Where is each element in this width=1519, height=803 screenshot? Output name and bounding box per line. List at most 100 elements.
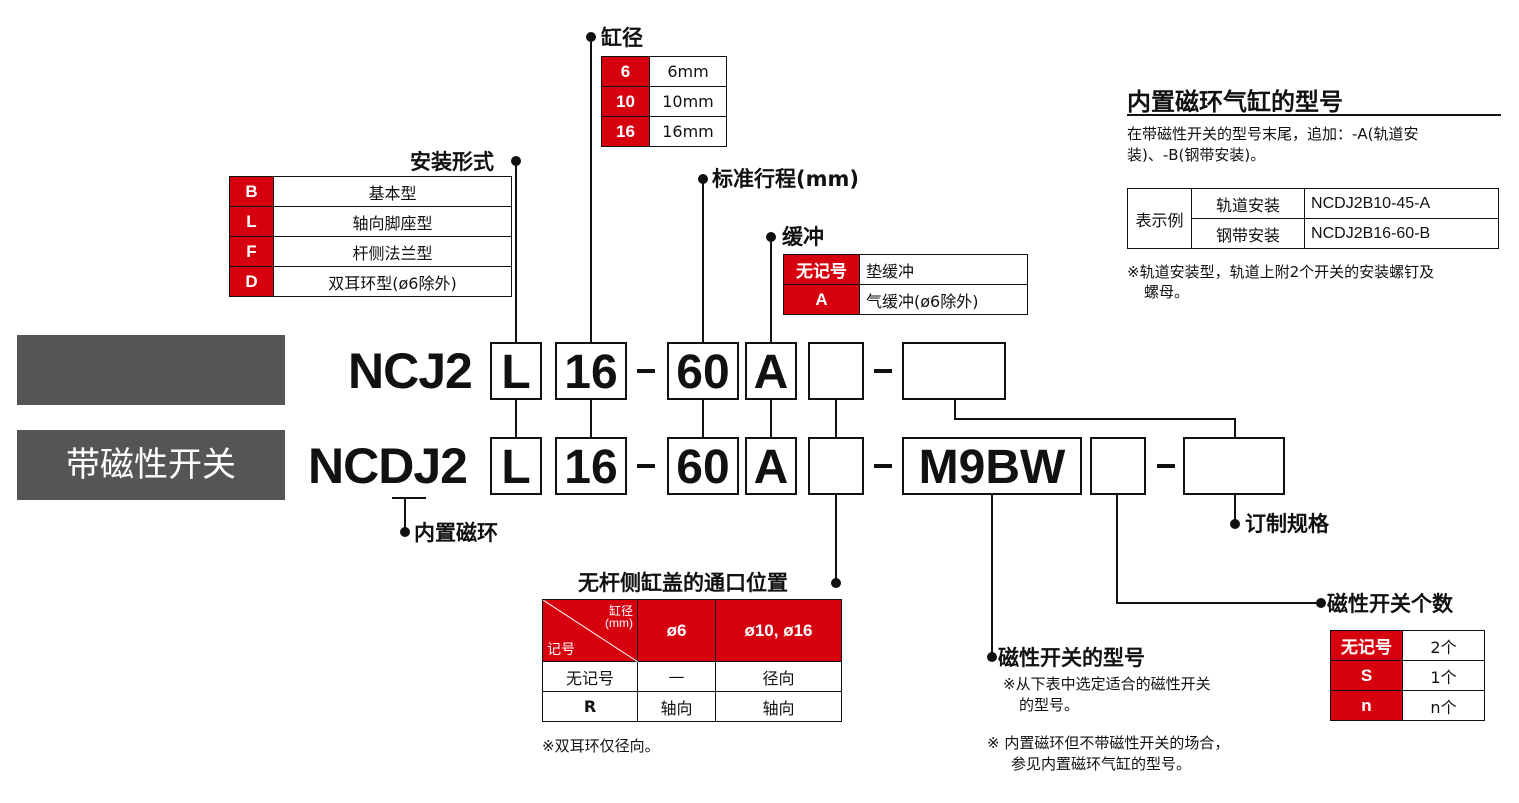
bore-code: 16 bbox=[601, 116, 650, 147]
row2-port-box bbox=[808, 437, 864, 495]
row2-dash-3 bbox=[1157, 464, 1175, 468]
builtin-row: 钢带安装 NCDJ2B16-60-B bbox=[1128, 218, 1499, 249]
port-header-code: 记号 bbox=[547, 641, 575, 657]
mount-code: D bbox=[229, 266, 274, 297]
port-leader bbox=[835, 495, 837, 585]
row2-bore-box: 16 bbox=[555, 437, 627, 495]
row1-port-box bbox=[808, 342, 864, 400]
cushion-code: A bbox=[783, 284, 860, 315]
cushion-desc: 气缓冲(ø6除外) bbox=[859, 284, 1028, 315]
row2-switch-box: M9BW bbox=[902, 437, 1082, 495]
cushion-label: 缓冲 bbox=[782, 225, 824, 249]
bore-dot bbox=[586, 32, 596, 42]
port-table: 缸径 (mm) 记号 ø6 ø10, ø16 无记号 — 径向 R 轴向 轴向 bbox=[542, 599, 842, 722]
mount-desc: 轴向脚座型 bbox=[273, 206, 512, 237]
cushion-desc: 垫缓冲 bbox=[859, 254, 1028, 285]
row2-dash-1 bbox=[637, 464, 655, 468]
count-label: 磁性开关个数 bbox=[1327, 592, 1453, 616]
port-row: R 轴向 轴向 bbox=[542, 691, 842, 722]
port-value-10-16: 径向 bbox=[715, 661, 842, 692]
port-dot bbox=[831, 578, 841, 588]
custom-leader bbox=[1234, 495, 1236, 523]
port-header-diagonal: 缸径 (mm) 记号 bbox=[542, 599, 638, 662]
count-code: n bbox=[1330, 690, 1403, 721]
row2-prefix: NCDJ2 bbox=[308, 438, 468, 494]
port-col-6: ø6 bbox=[637, 599, 716, 662]
stroke-label: 标准行程(mm) bbox=[712, 167, 859, 191]
example-model: NCDJ2B16-60-B bbox=[1304, 218, 1499, 249]
builtin-desc-2: 装)、-B(钢带安装)。 bbox=[1127, 146, 1266, 164]
port-code: R bbox=[542, 691, 638, 722]
count-dot bbox=[1316, 598, 1326, 608]
bore-leader bbox=[590, 36, 592, 342]
port-code: 无记号 bbox=[542, 661, 638, 692]
magnet-underline bbox=[392, 497, 426, 499]
switch-note-4: 参见内置磁环气缸的型号。 bbox=[1011, 755, 1192, 773]
link-bore bbox=[590, 400, 592, 437]
count-value: 1个 bbox=[1402, 660, 1485, 691]
cushion-code: 无记号 bbox=[783, 254, 860, 285]
mount-label: 安装形式 bbox=[410, 150, 494, 174]
magnet-dot bbox=[400, 527, 410, 537]
row1-bore-box: 16 bbox=[555, 342, 627, 400]
mount-dot bbox=[511, 156, 521, 166]
bore-value: 6mm bbox=[649, 56, 727, 87]
example-model: NCDJ2B10-45-A bbox=[1304, 188, 1499, 219]
count-value: n个 bbox=[1402, 690, 1485, 721]
mount-code: L bbox=[229, 206, 274, 237]
side-bar-magnetic-switch: 带磁性开关 bbox=[17, 430, 285, 500]
stroke-leader bbox=[702, 178, 704, 342]
example-label: 表示例 bbox=[1127, 188, 1192, 249]
mount-leader bbox=[515, 160, 517, 342]
builtin-title: 内置磁环气缸的型号 bbox=[1127, 88, 1343, 116]
example-type: 钢带安装 bbox=[1190, 218, 1306, 249]
row2-custom-box bbox=[1183, 437, 1285, 495]
bore-value: 16mm bbox=[649, 116, 727, 147]
port-label: 无杆侧缸盖的通口位置 bbox=[578, 571, 788, 595]
cushion-dot bbox=[766, 232, 776, 242]
count-code: 无记号 bbox=[1330, 630, 1403, 661]
row1-prefix: NCJ2 bbox=[348, 343, 473, 399]
mount-code: B bbox=[229, 176, 274, 207]
row2-count-box bbox=[1090, 437, 1146, 495]
bore-label: 缸径 bbox=[601, 26, 643, 50]
port-header-bore: 缸径 bbox=[608, 604, 633, 618]
port-header-unit: (mm) bbox=[605, 616, 633, 630]
port-note: ※双耳环仅径向。 bbox=[542, 737, 660, 755]
switch-model-label: 磁性开关的型号 bbox=[998, 646, 1145, 670]
row2-dash-2 bbox=[874, 464, 892, 468]
link-custom-across bbox=[954, 418, 1236, 420]
side-bar-standard bbox=[17, 335, 285, 405]
builtin-row: 表示例 轨道安装 NCDJ2B10-45-A bbox=[1127, 188, 1499, 249]
row1-dash-1 bbox=[637, 369, 655, 373]
row1-cushion-box: A bbox=[745, 342, 797, 400]
builtin-note-1: ※轨道安装型，轨道上附2个开关的安装螺钉及 bbox=[1127, 263, 1435, 281]
builtin-desc-1: 在带磁性开关的型号末尾，追加：-A(轨道安 bbox=[1127, 125, 1419, 143]
count-code: S bbox=[1330, 660, 1403, 691]
mount-code: F bbox=[229, 236, 274, 267]
port-value-6: — bbox=[637, 661, 716, 692]
switch-dot bbox=[987, 652, 997, 662]
bore-code: 6 bbox=[601, 56, 650, 87]
stroke-dot bbox=[698, 174, 708, 184]
cushion-leader bbox=[770, 236, 772, 342]
row2-mount-box: L bbox=[490, 437, 542, 495]
cushion-row: 无记号垫缓冲 bbox=[783, 254, 1028, 285]
row1-mount-box: L bbox=[490, 342, 542, 400]
count-value: 2个 bbox=[1402, 630, 1485, 661]
row1-stroke-box: 60 bbox=[667, 342, 739, 400]
row1-dash-2 bbox=[874, 369, 892, 373]
switch-note-2: 的型号。 bbox=[1019, 696, 1080, 714]
port-value-6: 轴向 bbox=[637, 691, 716, 722]
port-col-10-16: ø10, ø16 bbox=[715, 599, 842, 662]
row2-cushion-box: A bbox=[745, 437, 797, 495]
